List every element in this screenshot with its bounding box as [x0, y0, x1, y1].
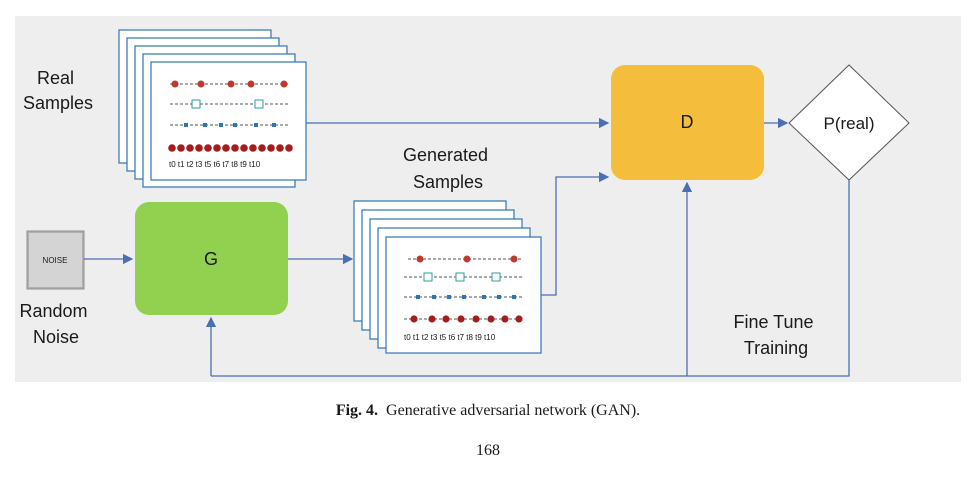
gan-diagram: t0 t1 t2 t3 t5 t6 t7 t8 t9 t10 Real Samp…: [15, 16, 961, 382]
discriminator-label: D: [681, 112, 694, 132]
feedback-line: [211, 180, 850, 377]
generator-label: G: [204, 249, 218, 269]
time-axis-ticks: t0 t1 t2 t3 t5 t6 t7 t8 t9 t10: [169, 160, 261, 169]
sample-dot: [463, 255, 471, 263]
output-label: P(real): [823, 114, 874, 133]
generated-samples-label: Generated Samples: [403, 145, 493, 192]
sample-square: [191, 99, 201, 109]
page-number: 168: [476, 442, 500, 459]
noise-box-label: NOISE: [43, 256, 68, 265]
random-noise-label: Random Noise: [19, 301, 92, 347]
discriminator-box: [611, 65, 764, 180]
sample-dot: [227, 80, 235, 88]
arrow-generated-to-discriminator: [541, 171, 610, 296]
real-samples-label: Real Samples: [23, 68, 93, 113]
figure-caption: Fig. 4. Generative adversarial network (…: [0, 402, 976, 420]
sample-dot: [416, 255, 424, 263]
generated-samples-stack: t0 t1 t2 t3 t5 t6 t7 t8 t9 t10: [353, 200, 542, 354]
sample-dot: [197, 80, 205, 88]
sample-dot: [247, 80, 255, 88]
sample-dot: [280, 80, 288, 88]
sample-dot: [171, 80, 179, 88]
figure-caption-text: Generative adversarial network (GAN).: [386, 402, 641, 419]
figure-number: Fig. 4.: [335, 402, 379, 419]
sample-dot: [510, 255, 518, 263]
generator-box: [135, 202, 288, 315]
sample-square: [455, 272, 465, 282]
sample-square: [491, 272, 501, 282]
time-axis-ticks: t0 t1 t2 t3 t5 t6 t7 t8 t9 t10: [404, 333, 496, 342]
sample-square: [423, 272, 433, 282]
sample-square: [254, 99, 264, 109]
fine-tune-label: Fine Tune Training: [733, 312, 818, 358]
real-samples-stack: t0 t1 t2 t3 t5 t6 t7 t8 t9 t10: [118, 29, 307, 188]
